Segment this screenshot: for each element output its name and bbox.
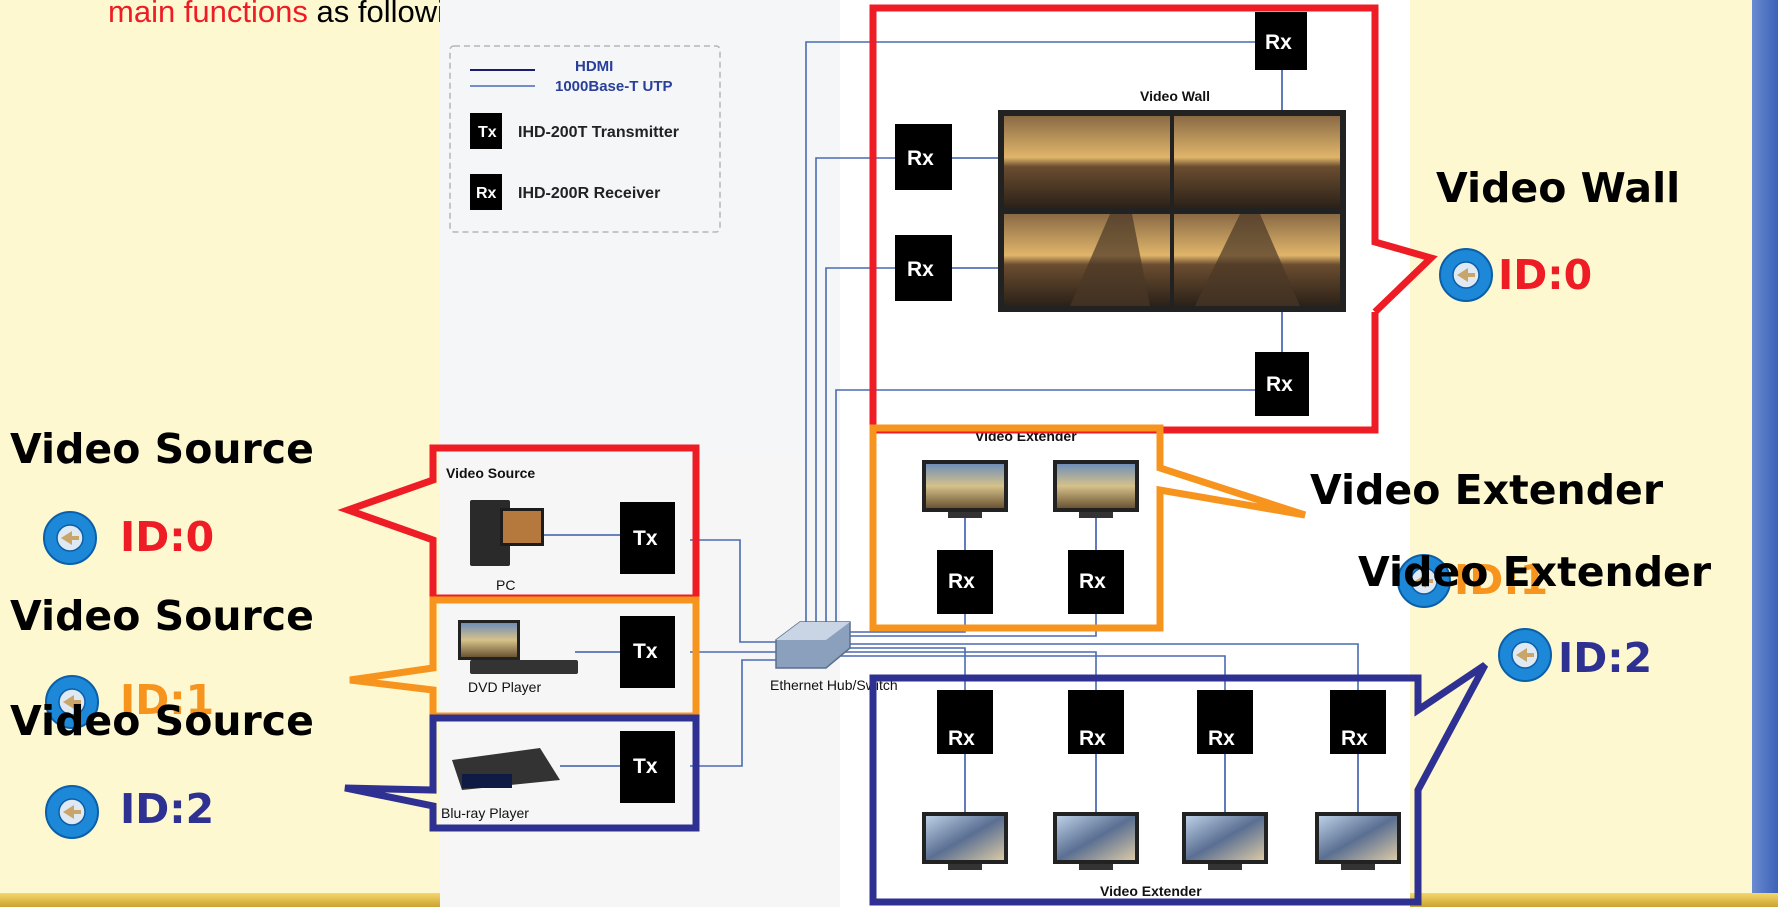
extender2-rx-2: Rx bbox=[1068, 690, 1124, 754]
source-0-highlight bbox=[337, 444, 700, 602]
bluray-player-icon bbox=[452, 748, 560, 790]
callout-source-0-id: ID:0 bbox=[120, 513, 215, 561]
ethernet-switch-label: Ethernet Hub/Switch bbox=[770, 677, 898, 693]
tx-dvd: Tx bbox=[620, 616, 675, 688]
extender2-monitor-3 bbox=[1182, 812, 1268, 870]
extender2-monitor-4 bbox=[1315, 812, 1401, 870]
extender2-monitor-1 bbox=[922, 812, 1008, 870]
svg-text:Tx: Tx bbox=[633, 755, 658, 778]
intro-text-red: main functions bbox=[108, 0, 308, 29]
extender2-rx-4: Rx bbox=[1330, 690, 1386, 754]
svg-text:Rx: Rx bbox=[948, 570, 975, 593]
callout-source-2-label: Video Source bbox=[10, 697, 314, 745]
wall-screen-1 bbox=[1004, 116, 1170, 208]
source-2-highlight bbox=[344, 714, 700, 832]
dial-source0-icon bbox=[43, 511, 97, 565]
svg-text:Rx: Rx bbox=[1266, 373, 1293, 396]
callout-extender-2-id: ID:2 bbox=[1558, 634, 1653, 682]
extender-rx-1: Rx bbox=[937, 550, 993, 614]
callout-source-1-id: ID:1 bbox=[120, 676, 215, 724]
svg-text:Rx: Rx bbox=[948, 727, 975, 750]
dial-wall-icon bbox=[1439, 248, 1493, 302]
extender-1-highlight bbox=[869, 424, 1307, 632]
cable-from-tx-bluray bbox=[690, 659, 780, 767]
hdmi-cables bbox=[542, 70, 1359, 815]
wall-rx-left1: Rx bbox=[895, 124, 952, 190]
extender2-rx-1: Rx bbox=[937, 690, 993, 754]
dial-source2-icon bbox=[45, 785, 99, 839]
callout-extender-1-label: Video Extender bbox=[1310, 466, 1664, 514]
wall-rx-bottom: Rx bbox=[1255, 352, 1309, 416]
svg-text:Tx: Tx bbox=[633, 640, 658, 663]
pc-label: PC bbox=[496, 577, 515, 593]
legend-rx-label: IHD-200R Receiver bbox=[518, 185, 660, 202]
extender-2-highlight bbox=[869, 662, 1489, 906]
video-wall-highlight bbox=[869, 4, 1438, 434]
svg-text:Rx: Rx bbox=[907, 258, 934, 281]
callout-source-2-id: ID:2 bbox=[120, 785, 215, 833]
video-wall-title: Video Wall bbox=[1140, 88, 1210, 104]
legend-rx-tag: Rx bbox=[476, 185, 497, 202]
extender-monitor-1 bbox=[922, 460, 1008, 518]
svg-text:Rx: Rx bbox=[1079, 570, 1106, 593]
tx-bluray: Tx bbox=[620, 731, 675, 803]
legend-utp-label: 1000Base-T UTP bbox=[555, 78, 673, 95]
bluray-player-label: Blu-ray Player bbox=[441, 805, 529, 821]
dial-extender2-icon bbox=[1498, 628, 1552, 682]
extender2-monitor-2 bbox=[1053, 812, 1139, 870]
pc-icon bbox=[470, 500, 544, 566]
dvd-player-icon bbox=[458, 620, 578, 674]
legend-hdmi-label: HDMI bbox=[575, 58, 613, 75]
legend-tx-label: IHD-200T Transmitter bbox=[518, 124, 679, 141]
callout-video-wall-label: Video Wall bbox=[1436, 164, 1681, 212]
callout-source-1-label: Video Source bbox=[10, 592, 314, 640]
legend-box bbox=[449, 45, 721, 233]
svg-text:Rx: Rx bbox=[1208, 727, 1235, 750]
slide-right-accent-bar bbox=[1752, 0, 1778, 907]
extender-monitor-2 bbox=[1053, 460, 1139, 518]
wall-screen-2 bbox=[1174, 116, 1340, 208]
svg-text:Rx: Rx bbox=[1265, 31, 1292, 54]
callout-video-wall-id: ID:0 bbox=[1498, 251, 1593, 299]
legend-rx-swatch bbox=[470, 174, 502, 210]
dvd-player-label: DVD Player bbox=[468, 679, 541, 695]
callout-source-0-label: Video Source bbox=[10, 425, 314, 473]
ethernet-switch-icon bbox=[775, 621, 851, 669]
extender-rx-2: Rx bbox=[1068, 550, 1124, 614]
diagram-shade-top-left bbox=[440, 0, 840, 460]
svg-text:Rx: Rx bbox=[907, 147, 934, 170]
wall-rx-top: Rx bbox=[1255, 12, 1307, 70]
extender2-rx-3: Rx bbox=[1197, 690, 1253, 754]
callout-extender-2-label: Video Extender bbox=[1358, 548, 1712, 596]
legend-tx-tag: Tx bbox=[478, 124, 497, 141]
video-extender-bottom-title: Video Extender bbox=[1100, 883, 1202, 899]
callout-extender-1-id: ID:1 bbox=[1454, 556, 1549, 604]
legend-tx-swatch bbox=[470, 113, 502, 149]
svg-text:Rx: Rx bbox=[1079, 727, 1106, 750]
svg-text:Tx: Tx bbox=[633, 527, 658, 550]
svg-text:Rx: Rx bbox=[1341, 727, 1368, 750]
video-source-title: Video Source bbox=[446, 465, 535, 481]
tx-pc: Tx bbox=[620, 502, 675, 574]
source-1-highlight bbox=[349, 596, 700, 720]
wall-rx-left2: Rx bbox=[895, 235, 952, 301]
cable-from-tx-pc bbox=[690, 539, 780, 643]
video-wall-screens bbox=[998, 110, 1346, 312]
